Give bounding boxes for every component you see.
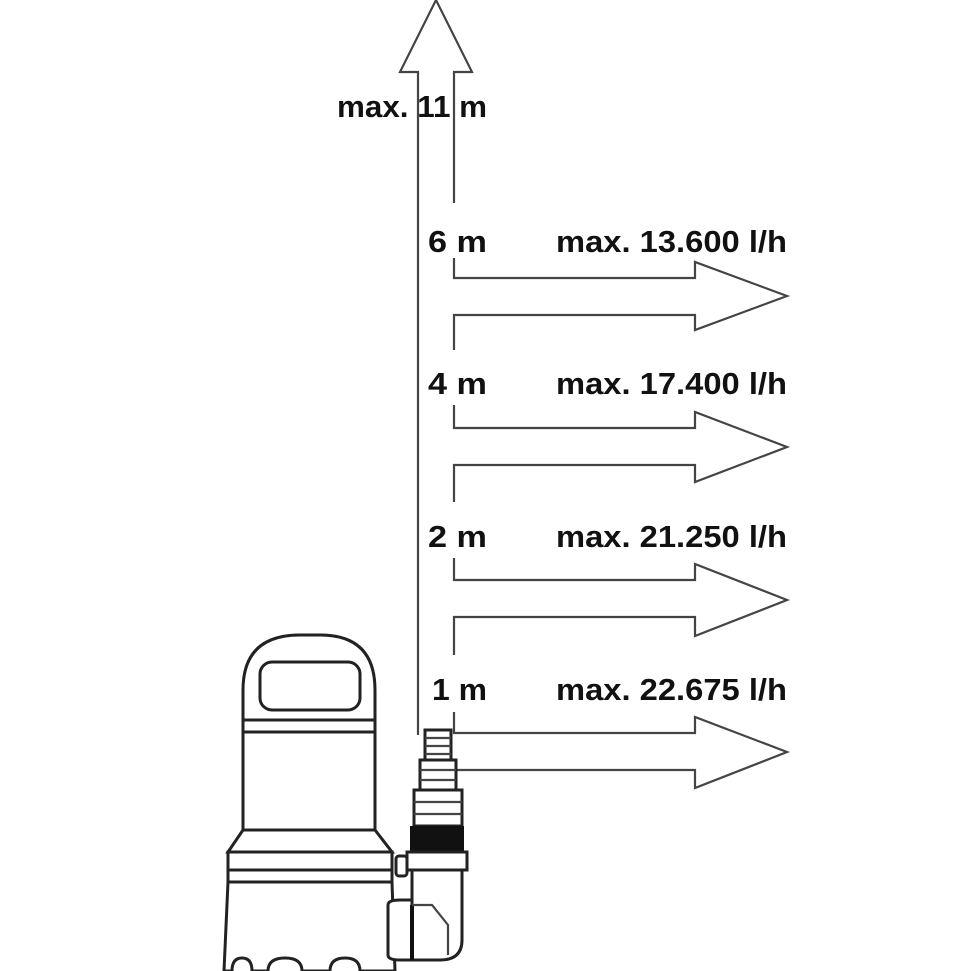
max-height-label: max. 11 m xyxy=(337,89,487,124)
height-label-6m: 6 m xyxy=(428,224,487,259)
height-label-4m: 4 m xyxy=(428,366,487,401)
flow-label-2m: max. 21.250 l/h xyxy=(556,519,787,554)
height-label-2m: 2 m xyxy=(428,519,487,554)
flow-label-4m: max. 17.400 l/h xyxy=(556,366,787,401)
flow-label-1m: max. 22.675 l/h xyxy=(556,672,787,707)
submersible-pump-illustration xyxy=(222,633,469,971)
flow-label-6m: max. 13.600 l/h xyxy=(556,224,787,259)
vertical-height-arrow xyxy=(398,0,791,790)
height-label-1m: 1 m xyxy=(432,672,487,707)
